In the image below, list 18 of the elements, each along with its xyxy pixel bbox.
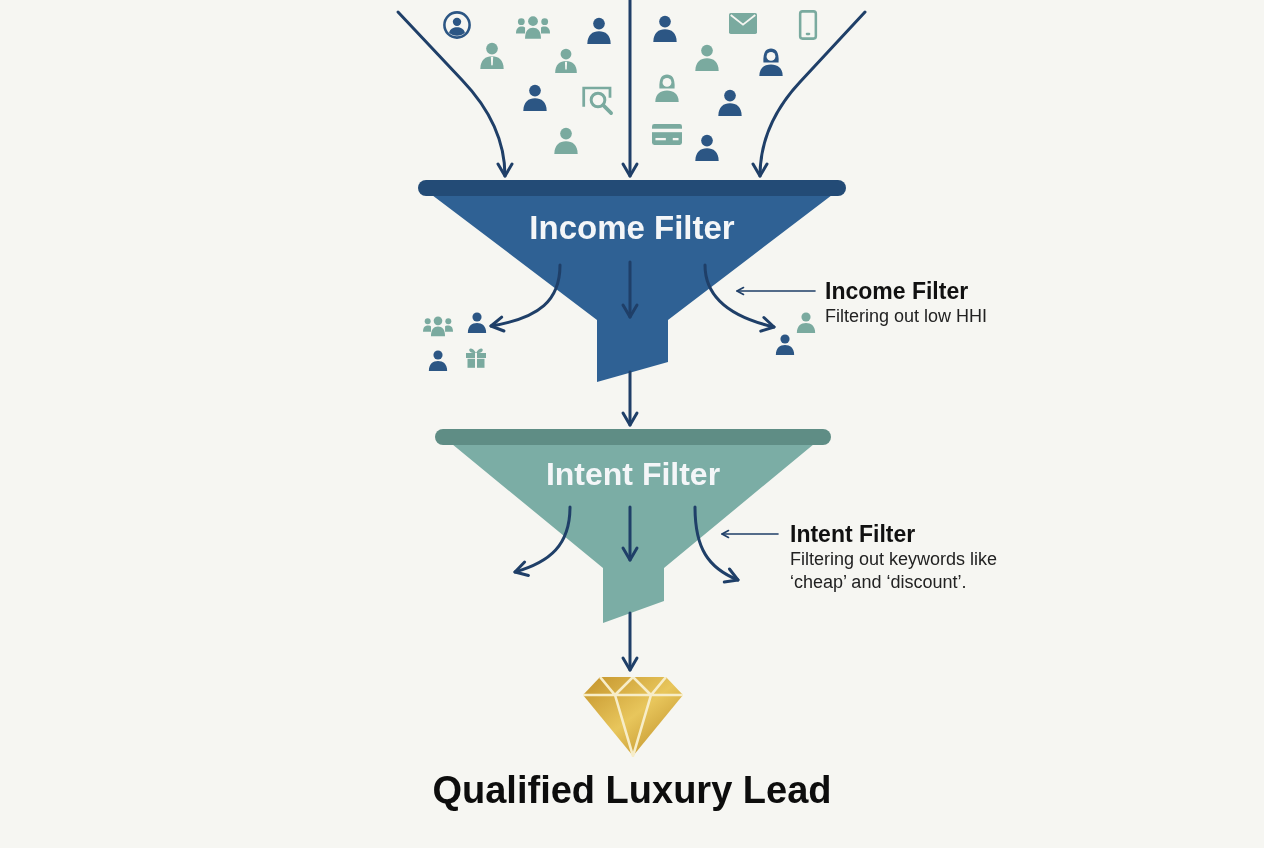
arrow <box>751 10 867 178</box>
callout-text: Filtering out low HHI <box>825 305 988 328</box>
funnel-label: Intent Filter <box>545 456 721 493</box>
result-label: Qualified Luxury Lead <box>432 768 832 812</box>
arrow <box>693 505 740 584</box>
arrow <box>621 370 639 427</box>
callout-text: Filtering out keywords like ‘cheap’ and ‘discount’. <box>790 548 999 594</box>
leader-arrow <box>736 286 816 296</box>
funnel-label: Income Filter <box>529 209 735 247</box>
arrow <box>621 611 639 672</box>
arrow <box>513 505 572 577</box>
arrow <box>489 263 562 333</box>
callout-heading: Income Filter <box>825 277 969 305</box>
arrow <box>621 0 639 178</box>
arrow <box>396 10 514 178</box>
arrow <box>703 263 776 333</box>
callout-heading: Intent Filter <box>790 520 916 548</box>
leader-arrow <box>721 529 779 539</box>
